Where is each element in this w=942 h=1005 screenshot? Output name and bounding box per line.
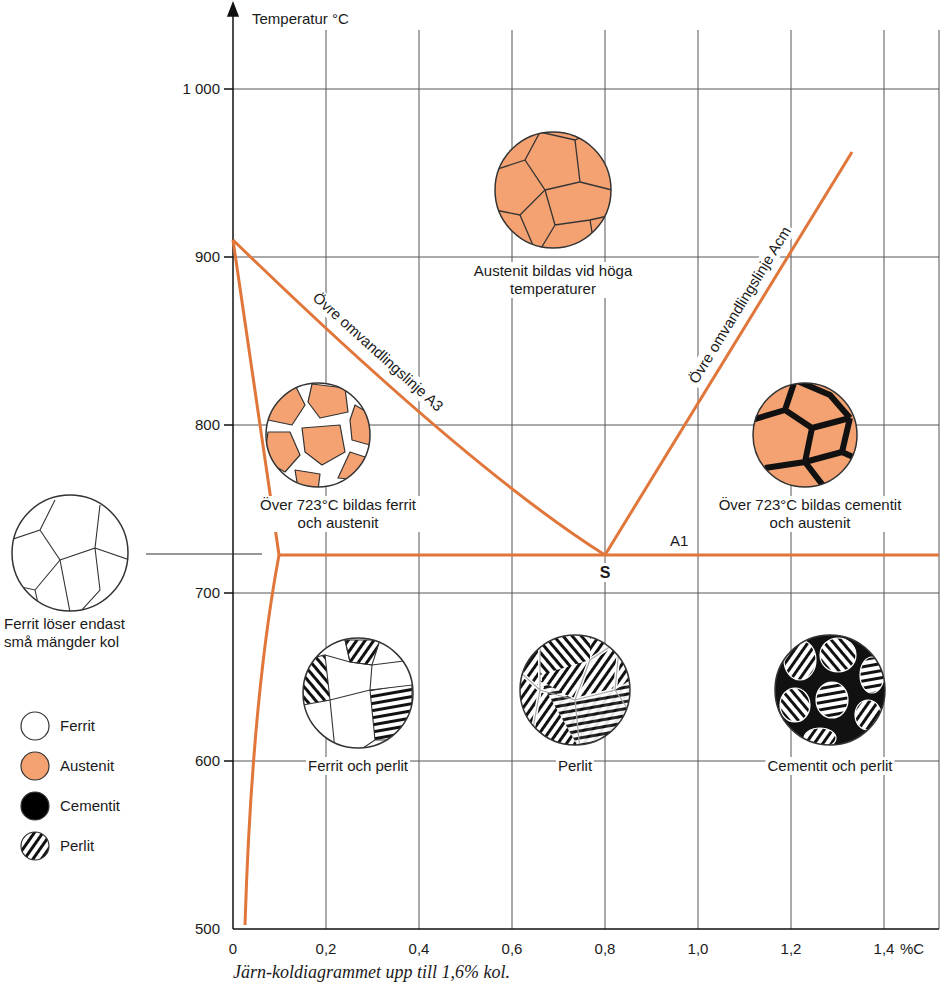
legend-swatch xyxy=(18,789,52,823)
region-label: Ferrit och perlit xyxy=(306,757,410,775)
side-note: Ferrit löser endast små mängder kol xyxy=(2,615,156,651)
region-note: Austenit bildas vid höga temperaturer xyxy=(466,262,640,298)
legend-swatch xyxy=(18,709,52,743)
axis-tick: 0 xyxy=(227,940,239,958)
legend-text: Perlit xyxy=(60,837,94,854)
region-note: Över 723°C bildas ferrit och austenit xyxy=(249,496,428,532)
legend-swatch xyxy=(18,829,52,863)
line-label: Övre omvandlingslinje Acm xyxy=(684,221,796,388)
axis-tick: 0,2 xyxy=(314,940,339,958)
axes xyxy=(224,3,939,929)
ferrite-austenite-micrograph xyxy=(264,383,372,490)
caption: Järn-koldiagrammet upp till 1,6% kol. xyxy=(233,962,510,983)
legend-text: Austenit xyxy=(60,757,114,774)
axis-tick: 0,6 xyxy=(500,940,525,958)
legend-color xyxy=(21,792,49,820)
legend-text: Ferrit xyxy=(60,717,95,734)
region-note: Över 723°C bildas cementit och austenit xyxy=(713,496,907,532)
axis-tick: 700 xyxy=(193,584,222,602)
ferrite-micrograph xyxy=(10,495,130,612)
axis-tick: 800 xyxy=(193,416,222,434)
line-label: A1 xyxy=(668,532,690,550)
axis-tick: 600 xyxy=(193,752,222,770)
axis-tick: 1,0 xyxy=(686,940,711,958)
legend-swatch xyxy=(18,749,52,783)
leader-line xyxy=(146,553,262,554)
pearlite-micrograph xyxy=(520,635,632,750)
legend-color xyxy=(21,752,49,780)
cementite-austenite-micrograph xyxy=(752,380,860,492)
phase-lines xyxy=(233,152,939,925)
region-label: Cementit och perlit xyxy=(765,757,894,775)
axis-tick: 1,4 xyxy=(872,940,897,958)
austenite-micrograph xyxy=(495,125,612,250)
axis-tick: 0,4 xyxy=(407,940,432,958)
axis-tick: 900 xyxy=(193,248,222,266)
axis-unit: %C xyxy=(898,940,926,958)
legend-pattern xyxy=(21,832,49,860)
axis-tick: 0,8 xyxy=(593,940,618,958)
axis-tick: 1,2 xyxy=(779,940,804,958)
legend-color xyxy=(21,712,49,740)
axis-title: Temperatur °C xyxy=(250,10,351,28)
axis-tick: 1 000 xyxy=(180,80,222,98)
region-label: Perlit xyxy=(556,757,594,775)
point-label: S xyxy=(598,563,613,582)
ferrite-pearlite-micrograph xyxy=(303,638,413,750)
grid xyxy=(233,30,939,929)
cementite-pearlite-micrograph xyxy=(775,635,885,748)
axis-tick: 500 xyxy=(193,920,222,938)
legend-text: Cementit xyxy=(60,797,120,814)
